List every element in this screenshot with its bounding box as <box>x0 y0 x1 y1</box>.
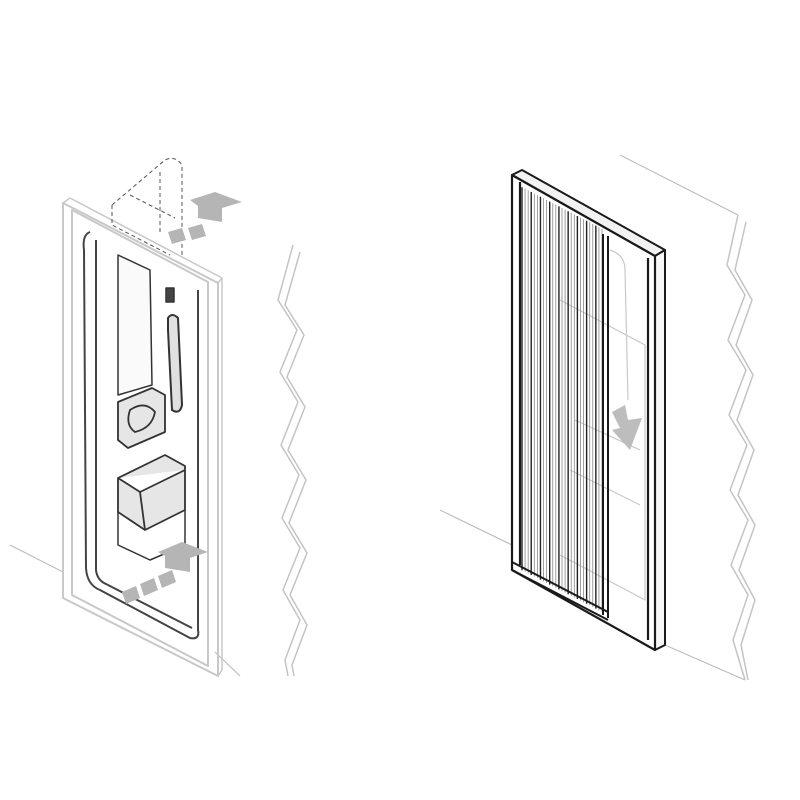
door-panel <box>117 254 153 396</box>
frame-side <box>654 249 666 651</box>
left-figure <box>9 157 308 677</box>
wall-zigzag-edge <box>726 214 756 681</box>
handle <box>167 314 183 413</box>
wall-zigzag-edge <box>277 244 308 677</box>
frame-depth <box>62 197 223 677</box>
arrow-icon-bottom <box>122 542 208 604</box>
frame-outline <box>510 173 657 652</box>
wall-floor-line <box>9 544 241 677</box>
switch <box>165 287 175 303</box>
frame-top <box>511 169 666 257</box>
right-figure <box>439 154 756 681</box>
ghost-door <box>559 249 646 601</box>
ghost-arrow-icon <box>612 405 642 450</box>
door-seal <box>82 231 200 640</box>
hinge-part-dashed <box>111 157 183 256</box>
bottom-rail <box>511 561 609 621</box>
upper-bin <box>117 387 166 449</box>
arrow-icon-top <box>168 192 242 244</box>
lower-panel <box>117 510 186 561</box>
slide-bar <box>602 234 609 618</box>
pleated-screen <box>521 187 603 612</box>
wall-lines <box>439 154 746 681</box>
lower-bin <box>117 454 186 531</box>
